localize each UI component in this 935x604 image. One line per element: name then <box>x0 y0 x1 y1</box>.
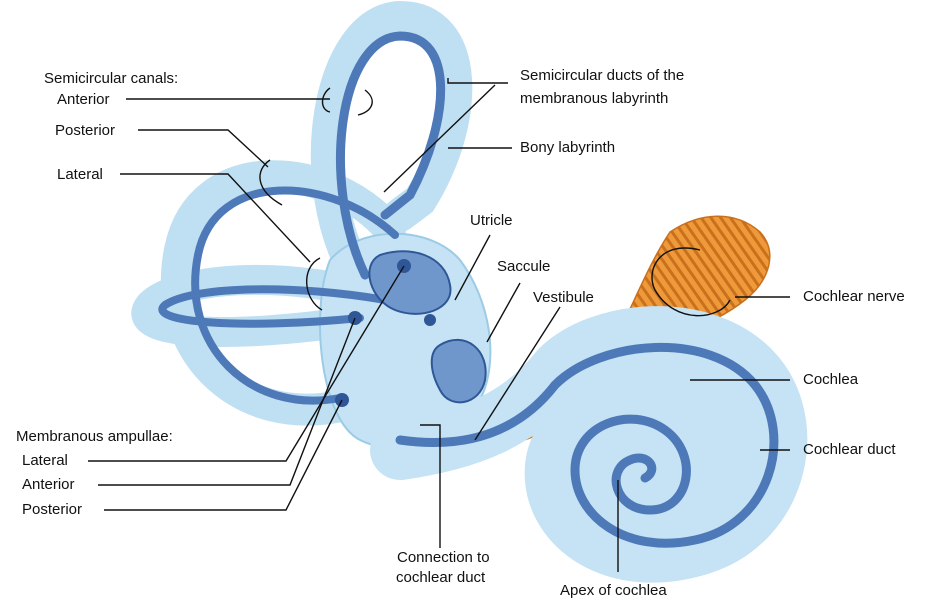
label-anterior-canal: Anterior <box>57 91 110 109</box>
label-bony-labyrinth: Bony labyrinth <box>520 139 615 157</box>
leader-posterior <box>138 130 268 167</box>
label-saccule: Saccule <box>497 258 550 276</box>
label-posterior-canal: Posterior <box>55 122 115 140</box>
label-connection-2: cochlear duct <box>396 569 485 587</box>
label-ampulla-posterior: Posterior <box>22 501 82 519</box>
label-membranous-ampullae: Membranous ampullae: <box>16 428 173 446</box>
label-vestibule: Vestibule <box>533 289 594 307</box>
label-connection-1: Connection to <box>397 549 490 567</box>
label-utricle: Utricle <box>470 212 513 230</box>
label-cochlear-nerve: Cochlear nerve <box>803 288 905 306</box>
label-apex-of-cochlea: Apex of cochlea <box>560 582 667 600</box>
label-ampulla-lateral: Lateral <box>22 452 68 470</box>
utricle-opening <box>424 314 436 326</box>
label-lateral-canal: Lateral <box>57 166 103 184</box>
label-ampulla-anterior: Anterior <box>22 476 75 494</box>
leader-saccule <box>487 283 520 342</box>
label-cochlear-duct: Cochlear duct <box>803 441 896 459</box>
label-semicircular-ducts-2: membranous labyrinth <box>520 90 668 108</box>
label-semicircular-ducts-1: Semicircular ducts of the <box>520 67 684 85</box>
label-cochlea: Cochlea <box>803 371 858 389</box>
label-semicircular-canals: Semicircular canals: <box>44 70 178 88</box>
